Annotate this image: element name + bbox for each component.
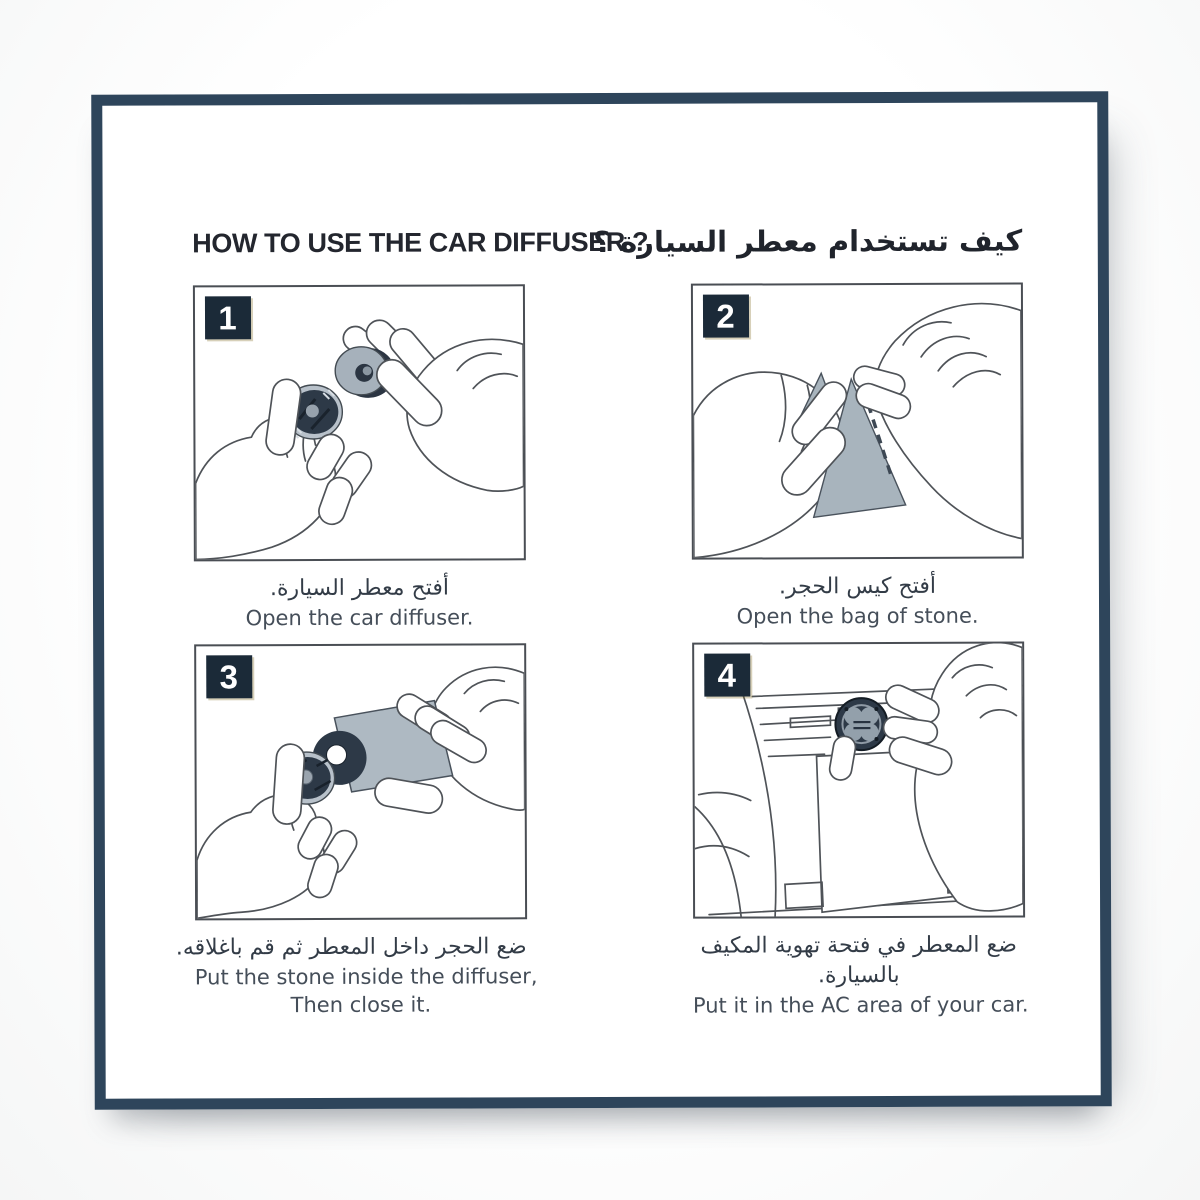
- step-1-captions: أفتح معطر السيارة. Open the car diffuser…: [193, 573, 525, 632]
- step-2-illustration-frame: 2: [690, 282, 1024, 560]
- step-panel-1: 1: [192, 284, 526, 632]
- title-row: HOW TO USE THE CAR DIFFUSER ? كيف تستخدا…: [117, 220, 1098, 263]
- page-title-english: HOW TO USE THE CAR DIFFUSER ?: [192, 226, 649, 259]
- step-number-badge: 2: [702, 294, 749, 338]
- caption-english: Open the car diffuser.: [245, 605, 474, 631]
- open-stone-bag-illustration: [692, 302, 1022, 558]
- step-4-illustration-frame: 4: [691, 641, 1025, 919]
- caption-arabic: ضع الحجر داخل المعطر ثم قم باغلاقه.: [175, 934, 527, 961]
- caption-english: Then close it.: [290, 992, 432, 1018]
- step-3-captions: ضع الحجر داخل المعطر ثم قم باغلاقه. Put …: [175, 932, 538, 1019]
- step-4-captions: ضع المعطر في فتحة تهوية المكيف بالسيارة.…: [692, 931, 1029, 1020]
- caption-english: Put it in the AC area of your car.: [692, 992, 1029, 1018]
- instruction-card: HOW TO USE THE CAR DIFFUSER ? كيف تستخدا…: [91, 91, 1112, 1110]
- steps-grid: 1: [117, 282, 1101, 1021]
- caption-arabic: ضع المعطر في فتحة تهوية المكيف: [700, 932, 1017, 959]
- step-panel-2: 2: [690, 282, 1024, 631]
- step-panel-4: 4: [691, 641, 1029, 1020]
- caption-english: Open the bag of stone.: [736, 603, 979, 629]
- step-number-badge: 1: [204, 296, 251, 340]
- open-diffuser-illustration: [194, 319, 524, 560]
- step-number-badge: 4: [703, 653, 750, 697]
- place-in-ac-vent-illustration: [693, 643, 1023, 917]
- caption-arabic: أفتح كيس الحجر.: [778, 573, 936, 600]
- step-panel-3: 3: [175, 643, 538, 1021]
- step-1-illustration-frame: 1: [192, 284, 526, 562]
- page-title-arabic: كيف تستخدام معطر السيارة ؟: [593, 223, 1023, 260]
- fill-diffuser-illustration: [195, 666, 525, 919]
- caption-english: Put the stone inside the diffuser,: [194, 964, 538, 990]
- step-3-illustration-frame: 3: [193, 643, 527, 921]
- caption-arabic: أفتح معطر السيارة.: [269, 575, 449, 602]
- step-2-captions: أفتح كيس الحجر. Open the bag of stone.: [691, 572, 1023, 631]
- step-number-badge: 3: [205, 655, 252, 699]
- caption-arabic: بالسيارة.: [817, 962, 900, 989]
